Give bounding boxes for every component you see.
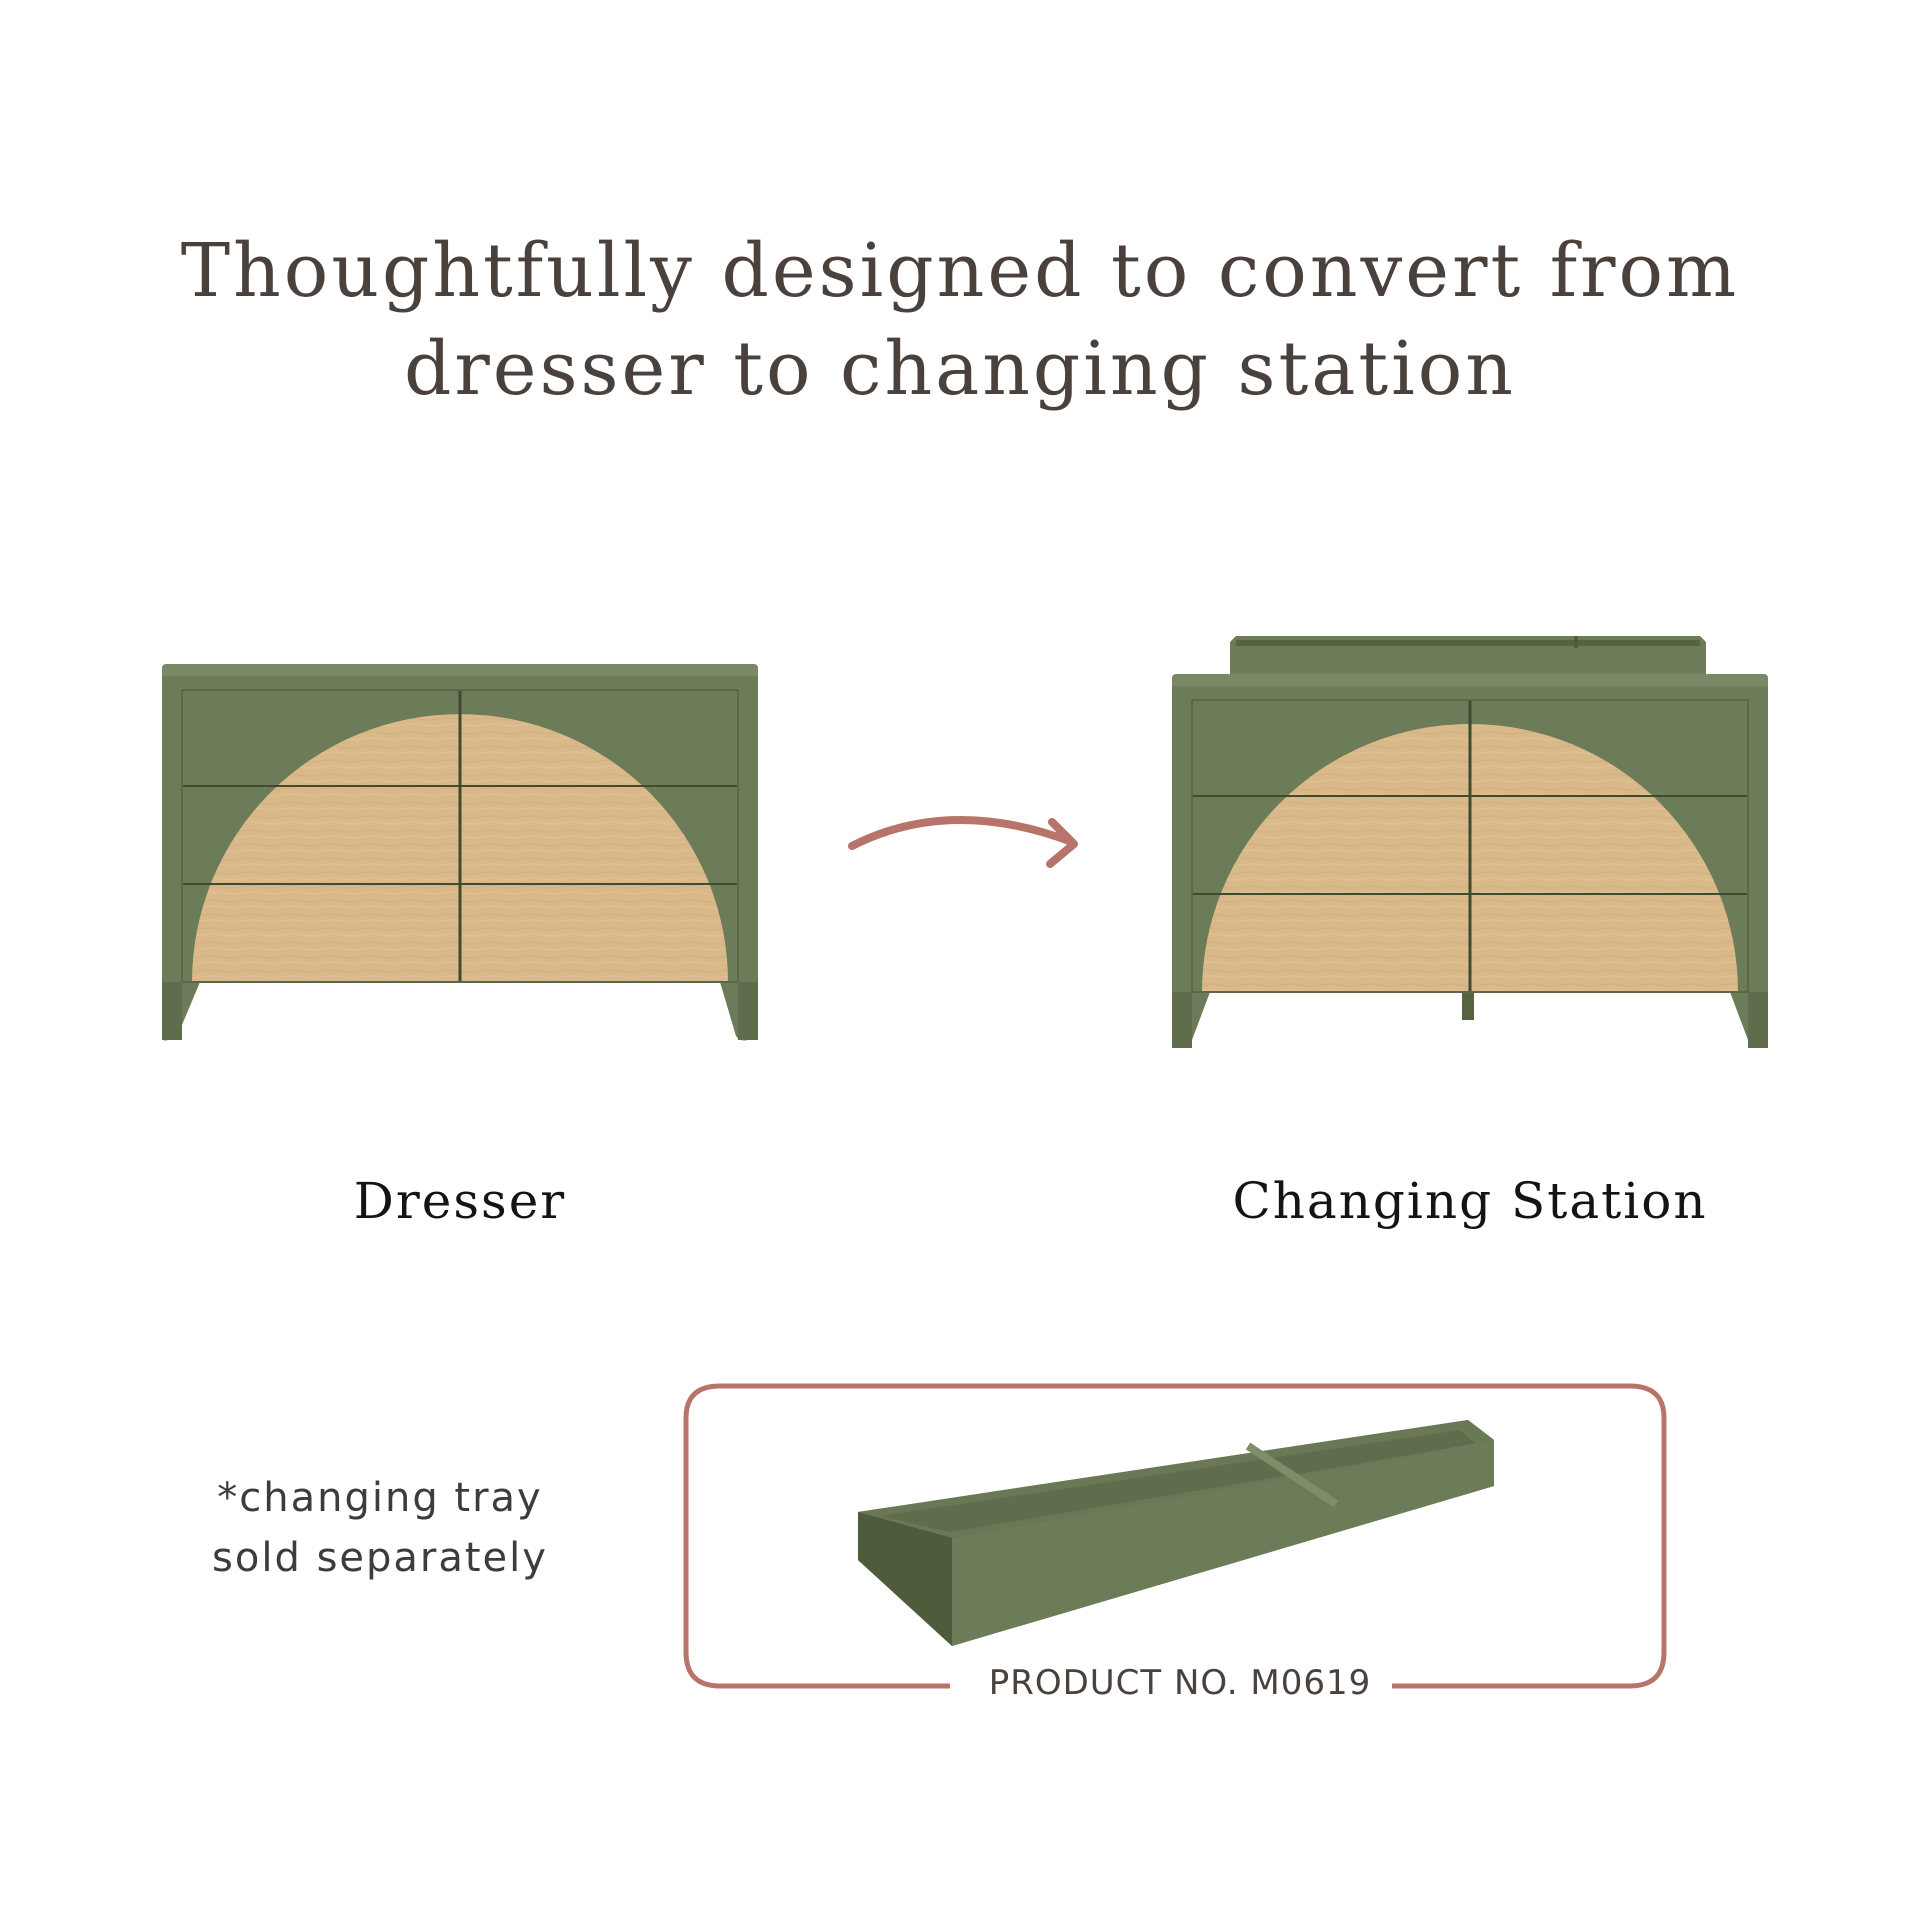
page-headline: Thoughtfully designed to convert from dr… [0, 222, 1920, 418]
changing-station-image [1172, 636, 1768, 1048]
tray-note: *changing tray sold separately [180, 1468, 580, 1588]
headline-line-1: Thoughtfully designed to convert from [180, 228, 1740, 314]
dresser-caption: Dresser [353, 1172, 567, 1230]
changing-station-caption: Changing Station [1232, 1172, 1708, 1230]
tray-note-line-2: sold separately [212, 1535, 548, 1581]
tray-frame [683, 1383, 1667, 1689]
dresser-image [162, 664, 758, 1041]
tray-note-line-1: *changing tray [217, 1475, 543, 1521]
headline-line-2: dresser to changing station [404, 326, 1516, 412]
product-number: PRODUCT NO. M0619 [988, 1663, 1372, 1703]
changing-tray-image [858, 1420, 1494, 1646]
curved-arrow-icon [848, 816, 1078, 868]
